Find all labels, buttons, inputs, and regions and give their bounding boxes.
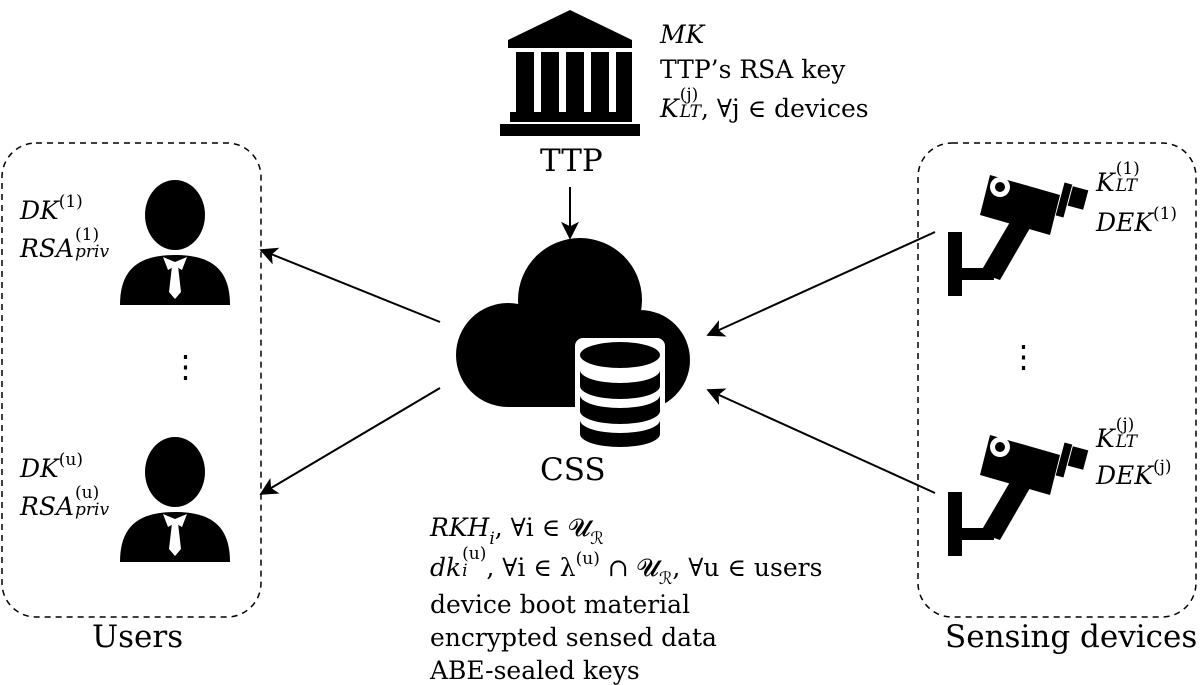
users-ellipsis: ⋮ <box>170 349 201 385</box>
arrow-css-to-user1 <box>259 247 441 323</box>
useru-dk: DK(u) <box>20 450 83 483</box>
dev1-klt: K(1)LT <box>1096 158 1140 197</box>
cloud-database-icon <box>456 238 690 448</box>
dev1-dek: DEK(1) <box>1096 204 1178 237</box>
css-item-abe: ABE-sealed keys <box>430 656 640 685</box>
devj-dek: DEK(j) <box>1096 457 1172 490</box>
css-item-rkh: RKHi, ∀i ∈ 𝓤ℛ <box>430 513 604 549</box>
arrow-dev1-to-css <box>706 231 936 337</box>
css-item-dk: dk(u)i, ∀i ∈ λ(u) ∩ 𝓤ℛ, ∀u ∈ users <box>430 543 823 589</box>
ttp-key-rsa: TTP’s RSA key <box>660 55 846 84</box>
user-icon <box>120 437 230 562</box>
devices-group-label: Sensing devices <box>945 619 1198 655</box>
devj-klt: K(j)LT <box>1096 414 1137 453</box>
arrow-css-to-useru <box>259 387 441 495</box>
bank-icon <box>500 10 640 136</box>
useru-rsa: RSA(u)priv <box>20 482 110 521</box>
users-group-label: Users <box>92 619 184 655</box>
user1-dk: DK(1) <box>20 192 83 225</box>
ttp-key-klt: K(j)LT, ∀j ∈ devices <box>660 84 869 123</box>
devices-group-box <box>917 142 1197 618</box>
user1-rsa: RSA(1)priv <box>20 224 110 263</box>
css-label: CSS <box>540 452 606 488</box>
security-camera-icon <box>948 435 1089 556</box>
ttp-key-mk: MK <box>660 20 705 49</box>
user-icon <box>120 180 230 305</box>
css-item-boot: device boot material <box>430 590 691 619</box>
security-camera-icon <box>948 175 1089 296</box>
css-item-sensed: encrypted sensed data <box>430 623 717 652</box>
devices-ellipsis: ⋮ <box>1008 339 1039 375</box>
ttp-label: TTP <box>540 143 603 179</box>
arrow-devj-to-css <box>706 388 936 494</box>
